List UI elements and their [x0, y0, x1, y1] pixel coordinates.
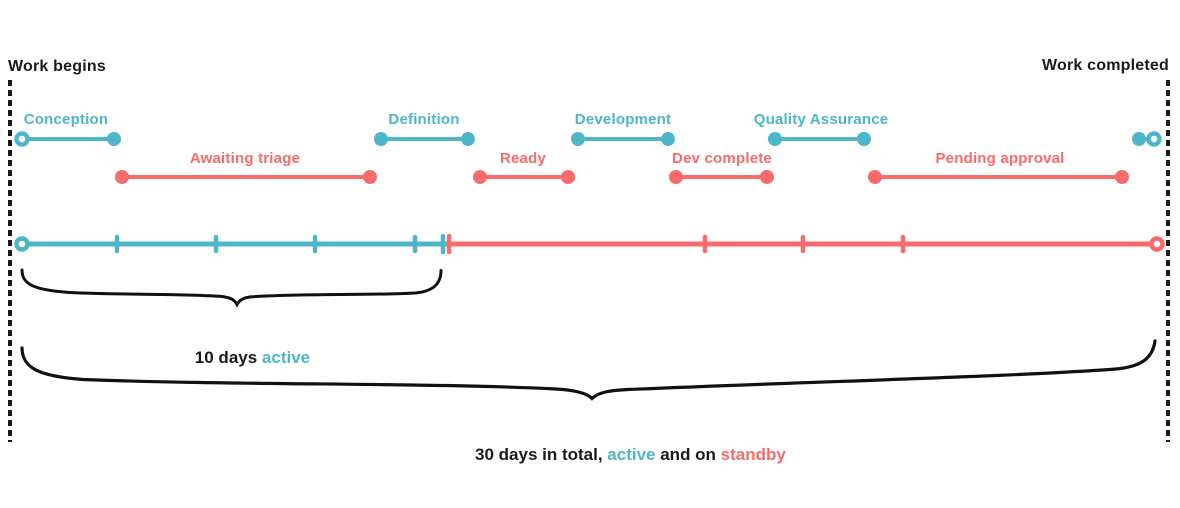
phase-label-quality-assurance: Quality Assurance — [753, 111, 889, 128]
total-duration-text: 30 days in total, — [475, 445, 608, 464]
active-duration-annotation: 10 days active — [176, 328, 310, 388]
segment-start-dot — [768, 132, 782, 146]
phase-label-awaiting-triage: Awaiting triage — [189, 150, 301, 167]
phase-segment-conception — [14, 131, 121, 147]
combined-timeline — [14, 233, 1165, 255]
segment-end-ring — [1146, 131, 1162, 147]
phase-label-definition: Definition — [388, 111, 460, 128]
total-duration-text-2: and on — [655, 445, 721, 464]
segment-end-dot — [1115, 170, 1129, 184]
active-duration-text: 10 days — [194, 348, 262, 367]
phase-segment-dev-complete — [669, 170, 774, 184]
segment-start-ring — [14, 131, 30, 147]
segment-start-dot — [473, 170, 487, 184]
phase-segment-awaiting-triage — [115, 170, 377, 184]
work-completed-label: Work completed — [1042, 57, 1169, 74]
total-duration-brace — [20, 339, 1157, 401]
active-word: active — [261, 348, 311, 367]
standby-word: standby — [720, 445, 786, 464]
segment-start-dot — [115, 170, 129, 184]
segment-end-dot — [461, 132, 475, 146]
segment-start-dot — [374, 132, 388, 146]
active-word: active — [607, 445, 656, 464]
phase-segment-development — [571, 132, 675, 146]
segment-start-dot — [868, 170, 882, 184]
phase-label-ready: Ready — [499, 150, 547, 167]
total-duration-annotation: 30 days in total, active and on standby — [456, 425, 786, 485]
phase-label-conception: Conception — [23, 111, 109, 128]
active-duration-brace — [20, 268, 443, 308]
segment-end-dot — [857, 132, 871, 146]
timeline-end-ring — [1149, 236, 1165, 252]
standby-ticks — [446, 233, 906, 255]
timeline-start-ring — [14, 236, 30, 252]
phase-segment-pending-approval — [868, 170, 1129, 184]
phase-segment-ready — [473, 170, 575, 184]
active-ticks — [114, 233, 446, 255]
segment-start-dot — [1132, 132, 1146, 146]
segment-end-dot — [107, 132, 121, 146]
work-begins-label: Work begins — [8, 58, 106, 75]
segment-end-dot — [760, 170, 774, 184]
phase-segment-quality-assurance — [768, 132, 871, 146]
segment-start-dot — [571, 132, 585, 146]
segment-start-dot — [669, 170, 683, 184]
phase-segment-final-active-stub — [1132, 131, 1162, 147]
phase-label-pending-approval: Pending approval — [935, 150, 1065, 167]
segment-end-dot — [661, 132, 675, 146]
phase-segment-definition — [374, 132, 475, 146]
phase-label-development: Development — [574, 111, 672, 128]
segment-end-dot — [363, 170, 377, 184]
segment-end-dot — [561, 170, 575, 184]
phase-label-dev-complete: Dev complete — [672, 150, 772, 167]
